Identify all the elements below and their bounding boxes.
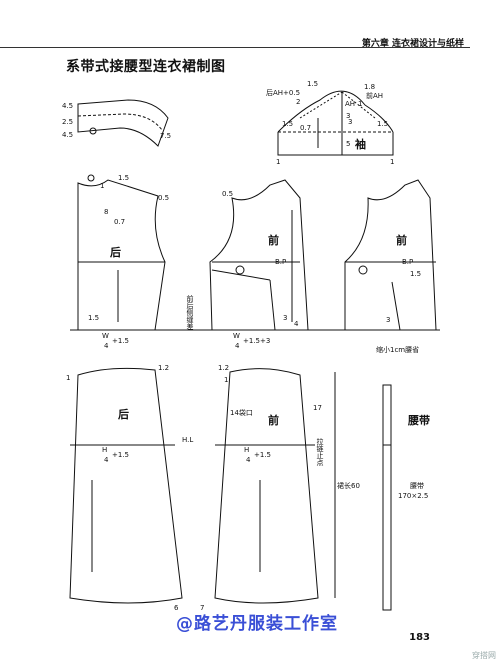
sleeve-back-ah: 后AH+0.5: [266, 88, 300, 97]
collar-piece: [77, 99, 169, 147]
back-waist-add: +1.5: [112, 337, 129, 345]
back-bodice-piece: [77, 174, 166, 331]
sleeve-dim-6: 0.7: [300, 124, 311, 132]
front-bodice-alt-dim-2: 3: [386, 316, 390, 324]
front-bodice-dim-1: 0.5: [222, 190, 233, 198]
back-waist-num: W: [102, 332, 109, 340]
chapter-header: 第六章 连衣裙设计与纸样: [361, 39, 464, 49]
watermark-text: @路艺丹服装工作室: [176, 614, 338, 634]
sleeve-dim-11: 1: [390, 158, 394, 166]
front-side-note: 前后侧缝差: [186, 294, 194, 330]
sleeve-name: 袖: [355, 137, 366, 151]
back-bodice-dim-3: 8: [104, 208, 108, 216]
zip-label: 拉链止点: [316, 437, 324, 467]
page-title: 系带式接腰型连衣裙制图: [66, 59, 226, 75]
front-waist-num: W: [233, 332, 240, 340]
collar-dim-1: 4.5: [62, 102, 73, 110]
back-waist-den: 4: [104, 342, 109, 350]
front-hip-num: H: [244, 446, 249, 454]
collar-dim-4: 7.5: [160, 132, 171, 140]
back-hip-den: 4: [104, 456, 109, 464]
belt-piece: [382, 384, 392, 611]
front-bodice-piece-alt: [344, 179, 437, 331]
pocket-label: 14袋口: [230, 408, 253, 417]
front-skirt-piece: [214, 368, 336, 604]
header-rule: [0, 47, 470, 48]
sleeve-dim-5: 1.5: [282, 120, 293, 128]
belt-label: 腰带: [407, 413, 430, 427]
front-bodice-dim-2: 3: [283, 314, 287, 322]
collar-dim-2: 2.5: [62, 118, 73, 126]
front-waist-den: 4: [235, 342, 240, 350]
collar-dim-3: 4.5: [62, 131, 73, 139]
front-bodice-alt-dim-1: 1.5: [410, 270, 421, 278]
back-hip-num: H: [102, 446, 107, 454]
sleeve-dim-4: 1: [358, 100, 362, 108]
sleeve-fraction-num: AH: [345, 100, 355, 108]
skirt-length-label: 裙长60: [337, 481, 360, 490]
front-bodice-piece: [209, 179, 309, 331]
back-skirt-label: 后: [118, 407, 129, 421]
back-bodice-dim-6: 1.5: [88, 314, 99, 322]
back-skirt-piece: [69, 367, 183, 604]
front-bodice-dim-3: 4: [294, 320, 299, 328]
sleeve-fraction-den: 3: [348, 118, 352, 126]
front-skirt-hem: 7: [200, 604, 204, 612]
sleeve-piece: [277, 90, 394, 156]
back-bodice-label: 后: [110, 245, 121, 259]
front-bodice-alt-bp: B.P: [402, 258, 413, 266]
sleeve-dim-1: 1.5: [307, 80, 318, 88]
back-skirt-hem: 6: [174, 604, 179, 612]
belt-size: 170×2.5: [398, 492, 428, 500]
front-hip-add: +1.5: [254, 451, 271, 459]
belt-size-label: 腰带: [410, 482, 424, 490]
front-skirt-dim-3: 17: [313, 404, 322, 412]
sleeve-front-ah: 前AH: [366, 91, 383, 100]
sleeve-dim-10: 1: [276, 158, 280, 166]
back-skirt-dim-2: 1.2: [158, 364, 169, 372]
sleeve-dim-3: 1.8: [364, 83, 375, 91]
back-skirt-dim-1: 1: [66, 374, 70, 382]
sleeve-dim-7: 3: [346, 112, 350, 120]
front-skirt-dim-2: 1: [224, 376, 228, 384]
back-bodice-dim-1: 1.5: [118, 174, 129, 182]
back-bodice-dim-5: 0.5: [158, 194, 169, 202]
sleeve-dim-8: 1.5: [377, 120, 388, 128]
page-number: 183: [409, 632, 430, 643]
front-waist-add: +1.5+3: [243, 337, 270, 345]
front-skirt-label: 前: [268, 413, 279, 427]
back-bodice-dim-4: 0.7: [114, 218, 125, 226]
front-bodice-label: 前: [268, 233, 279, 247]
front-bodice-alt-label: 前: [396, 233, 407, 247]
front-bodice-bp: B.P: [275, 258, 286, 266]
sleeve-dim-9: 5: [346, 140, 350, 148]
sleeve-dim-2: 2: [296, 98, 300, 106]
dart-note: 缩小1cm腰省: [376, 345, 419, 354]
back-hip-add: +1.5: [112, 451, 129, 459]
hip-line-label: H.L: [182, 436, 193, 444]
front-hip-den: 4: [246, 456, 251, 464]
watermark-logo: 穿搭网: [472, 651, 496, 660]
back-bodice-dim-2: 1: [100, 182, 104, 190]
front-skirt-dim-1: 1.2: [218, 364, 229, 372]
